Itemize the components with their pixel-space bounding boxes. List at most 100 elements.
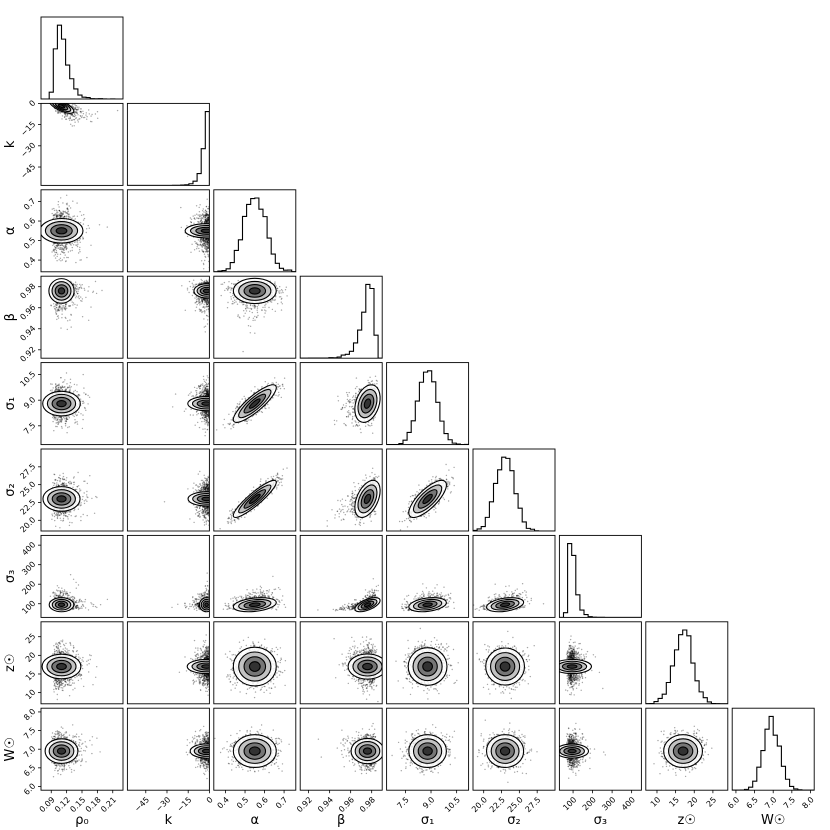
x-tick-label: 7.0 (763, 795, 778, 810)
panel-sigma1-k (126, 362, 210, 446)
x-tick-label: 400 (620, 795, 637, 812)
panel-sigma3-k (126, 534, 210, 618)
panel-z_sun-sigma3 (558, 621, 642, 705)
panel-frame (558, 707, 642, 791)
y-axis-label-sigma1: σ₁ (3, 397, 18, 410)
panel-alpha-k (126, 189, 210, 273)
panel-frame (126, 448, 210, 532)
contour-4 (248, 661, 261, 672)
panel-sigma2-sigma1 (386, 448, 470, 532)
x-tick-label: 0.98 (358, 795, 377, 814)
y-axis-label-z_sun: z☉ (3, 654, 18, 672)
panel-frame (472, 621, 556, 705)
histogram-k (127, 111, 210, 186)
y-tick-label: 20.0 (18, 515, 37, 534)
panel-frame (645, 707, 729, 791)
y-axis-label-alpha: α (3, 227, 18, 236)
contour-4 (499, 746, 511, 756)
y-tick-label: 15 (24, 669, 38, 683)
panel-sigma2-sigma2 (472, 448, 556, 532)
panel-frame (386, 707, 470, 791)
x-tick-label: 200 (581, 795, 598, 812)
panel-frame (299, 362, 383, 446)
panel-W_sun-beta (299, 707, 383, 791)
panel-frame (213, 189, 297, 273)
contour-4 (422, 746, 433, 756)
panel-frame (126, 102, 210, 186)
panel-z_sun-k (126, 621, 210, 705)
contour-4 (499, 602, 511, 608)
panel-frame (299, 534, 383, 618)
contour-4 (57, 287, 66, 295)
x-axis-label-k: k (165, 813, 173, 828)
histogram-z_sun (645, 629, 728, 704)
x-tick-label: 0.5 (235, 795, 250, 810)
x-tick-label: 15 (667, 795, 681, 809)
y-tick-label: 0.5 (22, 236, 37, 251)
contour-4 (55, 227, 68, 235)
panel-frame (126, 621, 210, 705)
x-tick-label: 300 (600, 795, 617, 812)
x-axis-label-beta: β (337, 813, 345, 828)
panel-frame (126, 707, 210, 791)
y-tick-label: 400 (20, 540, 37, 557)
histogram-W_sun (732, 715, 815, 791)
contour-4 (201, 496, 210, 502)
contour-4 (363, 602, 372, 608)
contour-4 (56, 495, 67, 503)
x-axis-label-z_sun: z☉ (678, 813, 696, 828)
panel-sigma3-sigma1 (386, 534, 470, 618)
panel-W_sun-W_sun (731, 707, 815, 791)
panel-frame (472, 448, 556, 532)
y-tick-label: −30 (19, 141, 37, 159)
panel-frame (386, 448, 470, 532)
histogram-rho0 (41, 24, 123, 99)
panel-sigma1-rho0 (40, 362, 124, 446)
panel-frame (126, 362, 210, 446)
x-tick-label: 0.12 (53, 795, 72, 814)
panel-frame (213, 448, 297, 532)
histogram-sigma3 (559, 543, 642, 618)
y-tick-label: 0.96 (18, 303, 37, 322)
x-tick-label: 0.4 (216, 795, 231, 810)
y-tick-label: 6.0 (22, 782, 37, 797)
panel-frame (558, 621, 642, 705)
x-tick-label: 7.5 (782, 795, 797, 810)
contour-4 (201, 401, 210, 406)
panel-frame (40, 621, 124, 705)
x-axis-label-rho0: ρ₀ (75, 813, 88, 828)
panel-frame (40, 16, 124, 100)
panel-sigma3-rho0 (40, 534, 124, 618)
contour-4 (56, 747, 67, 755)
y-axis-label-sigma2: σ₂ (3, 483, 18, 496)
contour-4 (204, 602, 209, 608)
panel-frame (40, 534, 124, 618)
x-tick-label: 6.0 (726, 795, 741, 810)
panel-rho0-rho0 (40, 16, 124, 100)
x-tick-label: −15 (175, 795, 193, 813)
contour-4 (677, 746, 689, 756)
panel-W_sun-sigma3 (558, 707, 642, 791)
contour-4 (56, 399, 67, 408)
contour-4 (57, 602, 66, 608)
histogram-sigma2 (473, 456, 555, 531)
contour-4 (248, 287, 261, 295)
y-tick-label: 25 (24, 632, 38, 646)
y-tick-label: 0.4 (22, 255, 37, 270)
panel-W_sun-rho0 (40, 707, 124, 791)
y-tick-label: 0.94 (18, 324, 37, 343)
panel-frame (213, 275, 297, 359)
contour-4 (202, 288, 210, 294)
x-tick-label: 10 (649, 795, 663, 809)
panel-W_sun-sigma2 (472, 707, 556, 791)
x-tick-label: 22.5 (488, 795, 507, 814)
panel-z_sun-sigma2 (472, 621, 556, 705)
panel-frame (299, 275, 383, 359)
y-tick-label: 10.5 (18, 370, 37, 389)
panel-frame (472, 534, 556, 618)
panel-alpha-rho0 (40, 189, 124, 273)
panel-frame (386, 534, 470, 618)
contour-4 (200, 228, 210, 234)
panel-W_sun-k (126, 707, 210, 791)
